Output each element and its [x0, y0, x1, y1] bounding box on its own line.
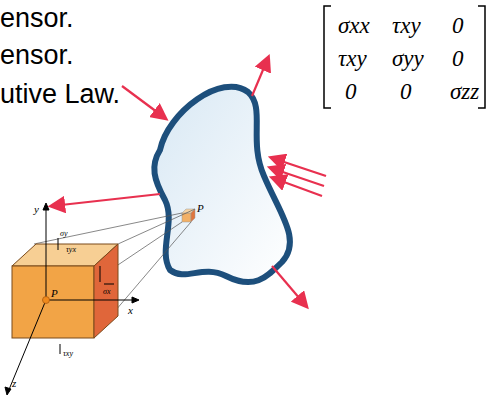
matrix-cell: σyy — [392, 47, 424, 70]
matrix-cell: σzz — [450, 80, 479, 103]
stress-label: σy — [60, 230, 68, 238]
matrix-cell: τxy — [338, 47, 367, 70]
matrix-cell: σxx — [338, 14, 370, 37]
point-dot — [43, 297, 50, 304]
projection-lines — [12, 209, 195, 338]
matrix-bracket — [324, 6, 331, 108]
point-label: P — [197, 203, 204, 214]
point-cube — [182, 209, 195, 222]
body-outline — [154, 87, 290, 283]
stress-label: τyx — [66, 246, 76, 254]
matrix-cell: τxy — [392, 14, 421, 37]
axis-label: x — [128, 305, 133, 316]
axes — [5, 203, 139, 395]
matrix-cell: 0 — [452, 47, 464, 70]
point-label: P — [51, 288, 58, 299]
cropped-heading: utive Law. — [0, 81, 120, 108]
cropped-heading: ensor. — [0, 42, 74, 69]
axis-label: z — [12, 378, 16, 389]
stress-label: σx — [103, 288, 111, 296]
axis-label: y — [34, 204, 39, 215]
matrix-cell: 0 — [400, 80, 412, 103]
stress-element-cube — [12, 244, 118, 338]
matrix-cell: 0 — [345, 80, 357, 103]
matrix-cell: 0 — [452, 14, 464, 37]
cropped-heading: ensor. — [0, 5, 74, 32]
stress-label: τxy — [63, 350, 73, 358]
